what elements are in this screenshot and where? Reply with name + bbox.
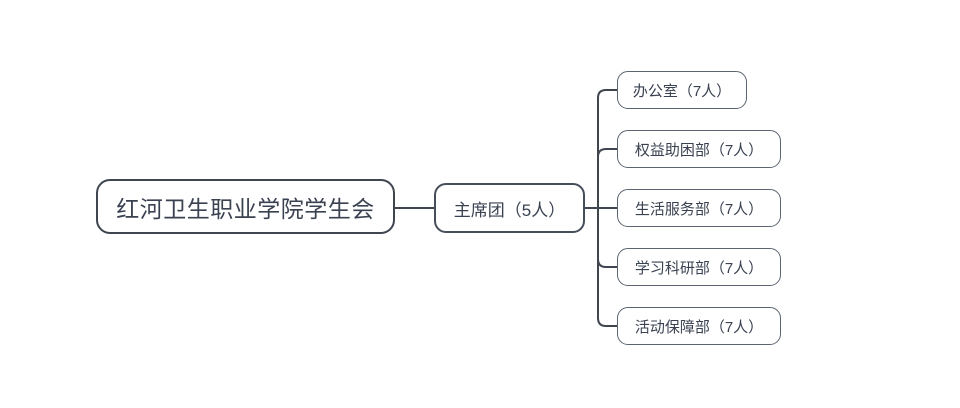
connector-branch-1: [597, 148, 617, 158]
connector-branch-3: [597, 258, 617, 268]
node-department-study-and-research[interactable]: 学习科研部（7人）: [617, 248, 781, 286]
node-department-activity-support[interactable]: 活动保障部（7人）: [617, 307, 781, 345]
node-presidium[interactable]: 主席团（5人）: [434, 183, 585, 233]
connector-branch-0: [597, 89, 617, 99]
node-department-life-services[interactable]: 生活服务部（7人）: [617, 189, 781, 227]
node-department-rights-and-aid[interactable]: 权益助困部（7人）: [617, 130, 781, 168]
connector-branch-4: [597, 317, 617, 327]
root-node-student-union[interactable]: 红河卫生职业学院学生会: [96, 179, 395, 234]
node-department-office[interactable]: 办公室（7人）: [617, 71, 747, 109]
